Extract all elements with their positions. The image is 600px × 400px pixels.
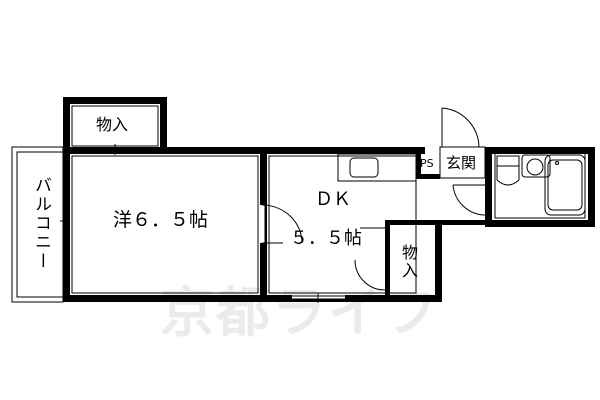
dk-size-label: ５．５帖 <box>290 228 362 249</box>
watermark: 京都ライフ <box>160 281 440 344</box>
dk-label: ＤＫ <box>315 189 351 210</box>
entrance-label: 玄関 <box>446 154 477 172</box>
closet-top-label: 物入 <box>96 115 129 134</box>
closet-right-label: 物入 <box>399 244 418 280</box>
western-room-label: 洋６．５帖 <box>113 209 209 231</box>
pipe-space-label: PS <box>420 157 434 170</box>
balcony-label: バルコニー <box>31 176 51 271</box>
